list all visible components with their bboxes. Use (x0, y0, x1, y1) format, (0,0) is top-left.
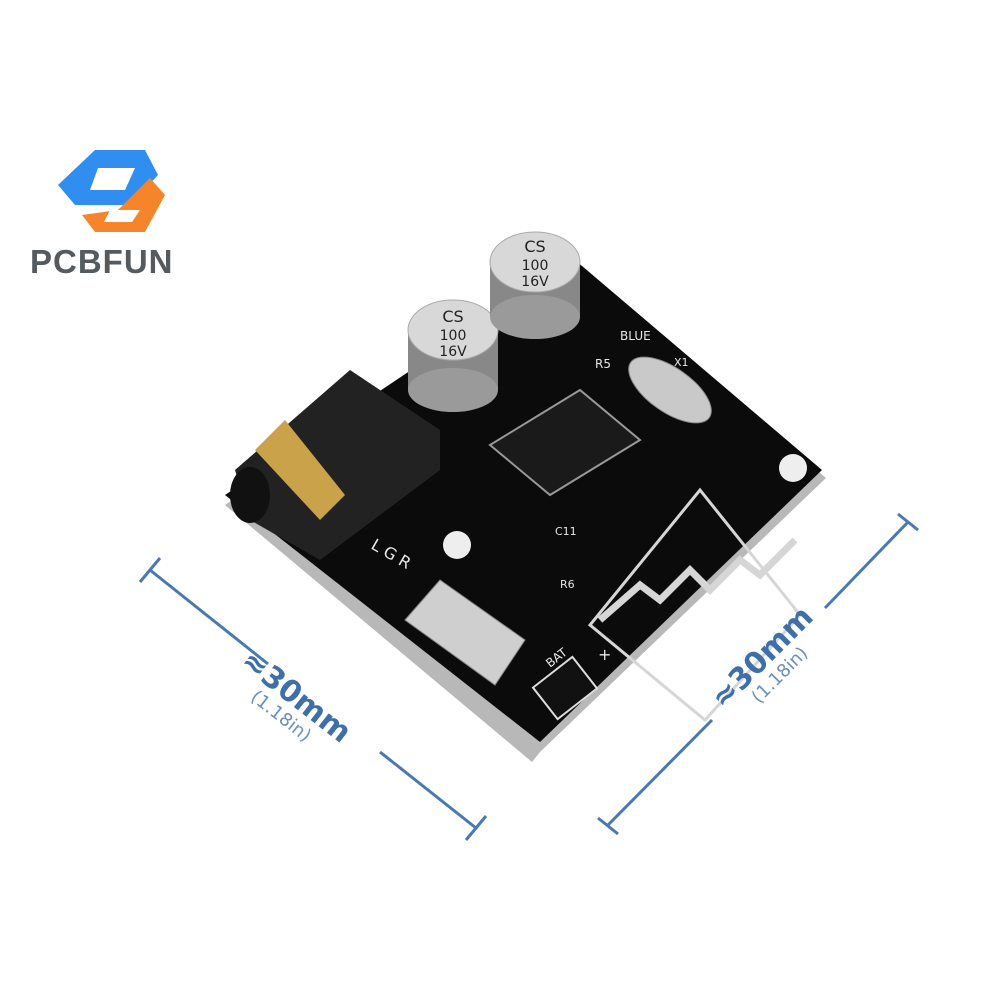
label-c11: C11 (555, 525, 577, 538)
dimension-line-right (597, 512, 919, 836)
label-x1: X1 (674, 356, 689, 369)
brand-name: PCBFUN (30, 243, 174, 280)
micro-usb-port (404, 579, 526, 686)
svg-text:16V: 16V (439, 344, 467, 360)
crystal-oscillator (628, 356, 712, 424)
svg-text:16V: 16V (521, 274, 549, 290)
dimension-line-left (138, 557, 488, 841)
label-blue: BLUE (620, 329, 651, 343)
mounting-hole (779, 454, 807, 482)
pcbfun-logo-icon (58, 150, 165, 232)
capacitor-1: CS 100 16V (407, 299, 499, 412)
svg-text:CS: CS (524, 237, 545, 256)
mounting-hole (443, 531, 471, 559)
svg-text:100: 100 (440, 328, 467, 344)
label-plus: + (598, 645, 611, 664)
antenna-trace (597, 537, 798, 623)
label-r6: R6 (560, 578, 575, 591)
svg-text:CS: CS (442, 307, 463, 326)
audio-jack (235, 370, 440, 560)
label-r5: R5 (595, 357, 611, 371)
ic-chip (488, 388, 642, 497)
capacitor-2: CS 100 16V (489, 231, 581, 339)
svg-text:100: 100 (522, 258, 549, 274)
battery-pads (531, 655, 599, 721)
